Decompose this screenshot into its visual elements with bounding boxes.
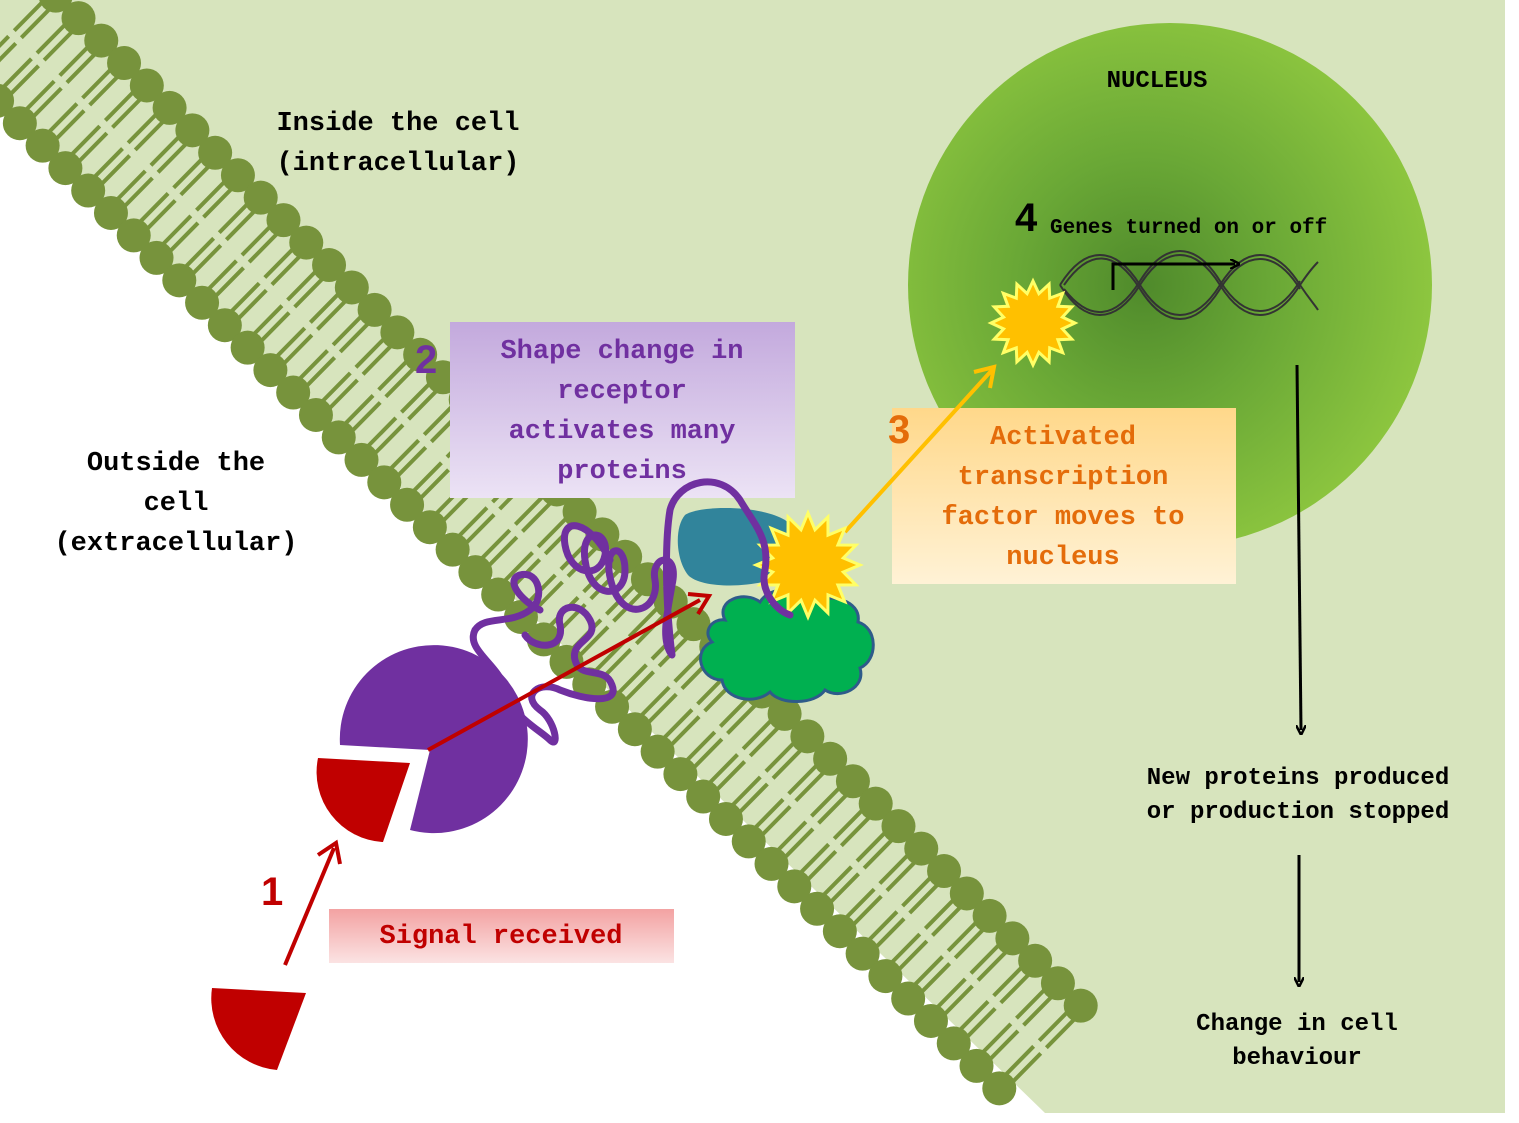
step-2-text-3: activates many: [509, 417, 736, 447]
step-2-text-2: receptor: [557, 377, 687, 407]
inside-label: Inside the cell: [276, 109, 519, 139]
signal-molecule-icon: [211, 988, 306, 1070]
inside-label-2: (intracellular): [276, 149, 519, 179]
nucleus-to-proteins-arrow: [1295, 364, 1301, 730]
new-proteins-label-2: or production stopped: [1147, 799, 1449, 826]
step-3-text-3: factor moves to: [941, 503, 1184, 533]
step-1-text: Signal received: [379, 922, 622, 952]
step-3-number: 3: [888, 408, 910, 452]
outside-label: Outside the: [87, 449, 265, 479]
step-2-box: [450, 322, 795, 498]
step-1-number: 1: [261, 870, 283, 914]
signal-relay-arrow: [427, 598, 701, 752]
receptor-icon: [339, 645, 528, 834]
step-2-text-4: proteins: [557, 457, 687, 487]
transcription-factor-icon: [987, 277, 1079, 369]
step-3-text: Activated: [990, 423, 1136, 453]
step-2-text: Shape change in: [500, 337, 743, 367]
new-proteins-label: New proteins produced: [1147, 765, 1449, 792]
step-1-box: [329, 909, 674, 963]
step-4-number: 4: [1015, 196, 1038, 240]
step-3-text-2: transcription: [958, 463, 1169, 493]
dna-helix-icon: [1059, 250, 1319, 320]
genes-label: Genes turned on or off: [1050, 217, 1327, 240]
signaling-protein-chain: [560, 478, 794, 659]
change-label-2: behaviour: [1232, 1045, 1362, 1072]
signal-arrival-arrow: [283, 847, 336, 966]
step-3-text-4: nucleus: [1006, 543, 1119, 573]
transport-arrow: [843, 368, 994, 534]
transcription-factor-icon: [752, 509, 864, 621]
receptor-chain: [469, 571, 617, 746]
outside-label-2: cell: [144, 489, 209, 519]
nucleus-label: NUCLEUS: [1107, 68, 1208, 95]
transport-arrow-head: [973, 364, 997, 389]
step-2-number: 2: [415, 338, 437, 382]
membrane-icon: [0, 0, 1098, 1106]
signal-molecule-icon: [316, 758, 410, 842]
outside-label-3: (extracellular): [54, 529, 297, 559]
signal-arrival-arrow-head: [316, 839, 342, 865]
step-3-box: [892, 408, 1236, 584]
gene-activation-arrow: [1111, 264, 1235, 290]
signal-relay-arrow-head: [687, 592, 713, 616]
change-label: Change in cell: [1196, 1011, 1398, 1038]
